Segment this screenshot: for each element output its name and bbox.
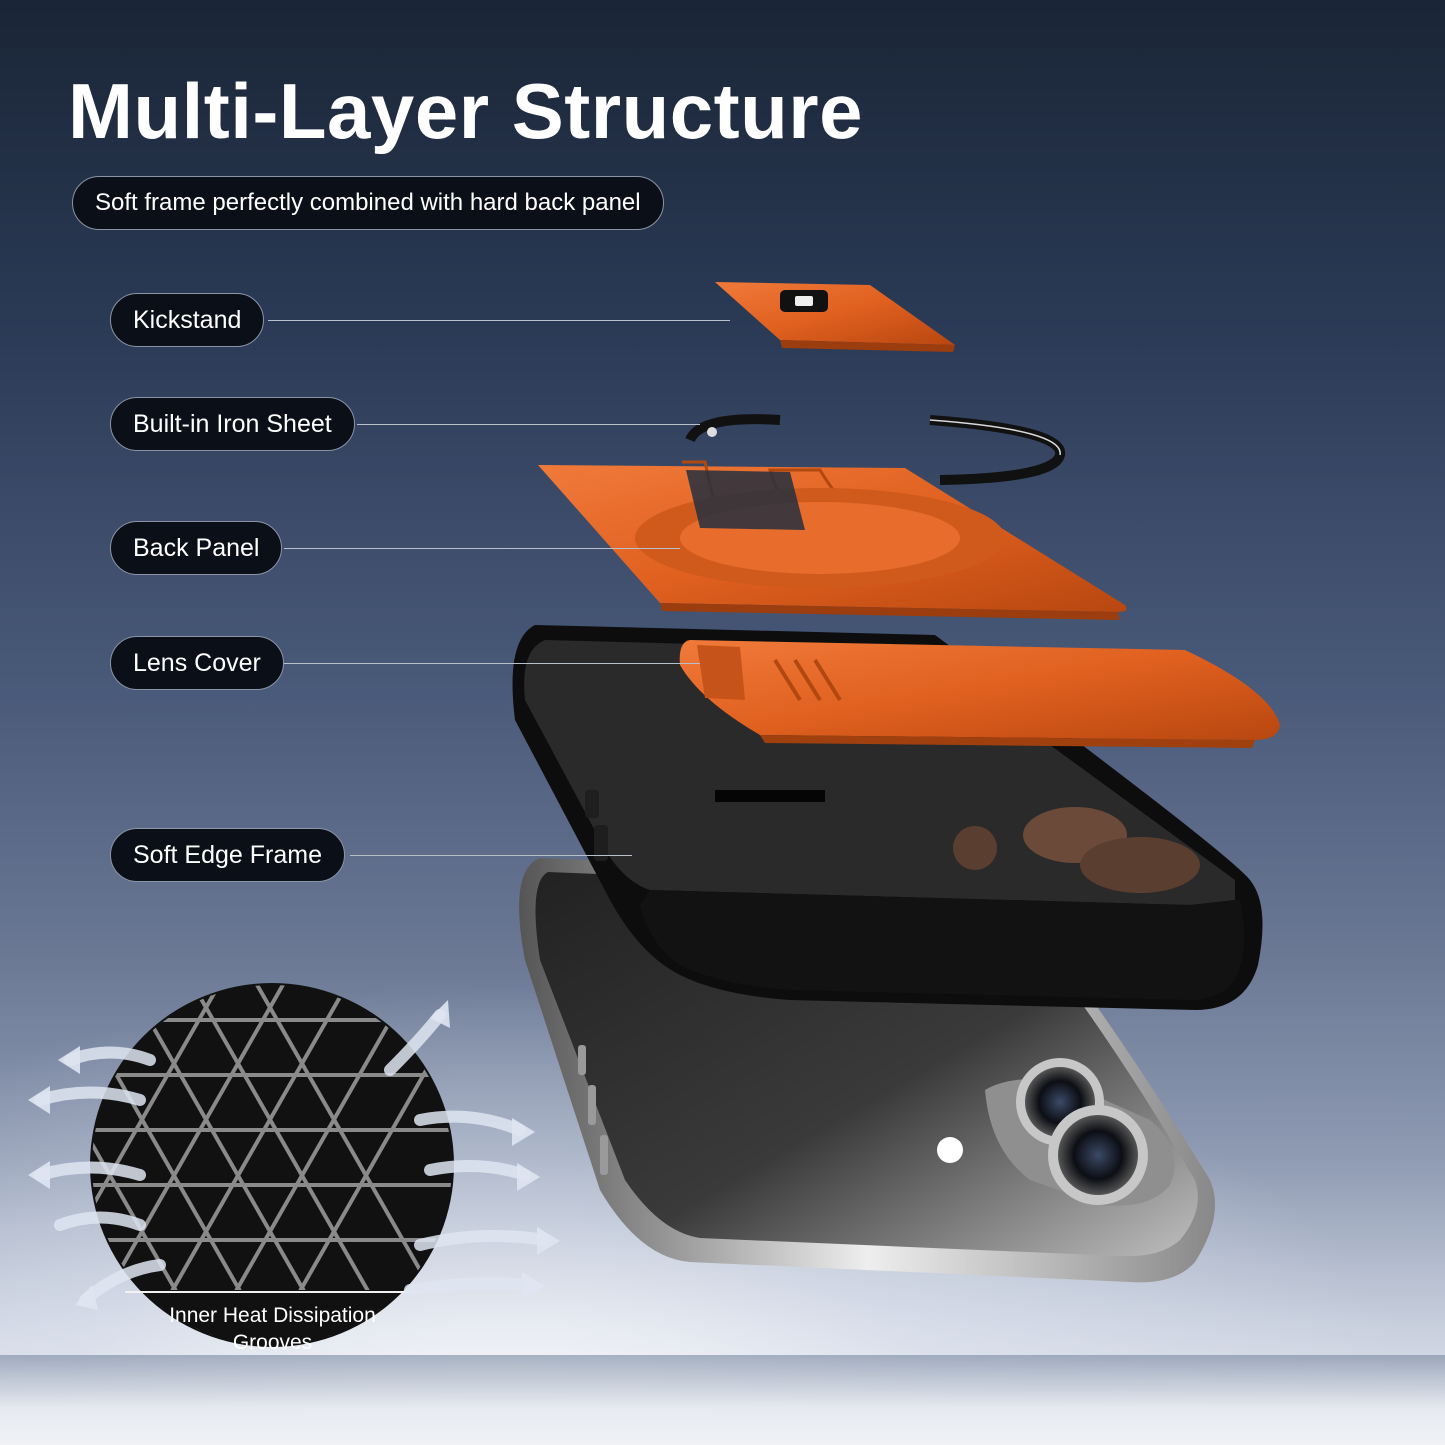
soft-edge-frame-case xyxy=(512,625,1263,1010)
heat-dissipation-caption: Inner Heat Dissipation Grooves xyxy=(130,1302,415,1356)
label-back-panel: Back Panel xyxy=(110,521,283,575)
heat-dissipation-detail xyxy=(28,983,560,1347)
subtitle-pill: Soft frame perfectly combined with hard … xyxy=(72,176,664,230)
heat-caption-line-2: Grooves xyxy=(232,1331,313,1354)
lens-cover-part xyxy=(679,640,1280,748)
lens-cover-leader-line xyxy=(284,663,700,664)
iron-sheet-ring xyxy=(685,414,1066,485)
heat-caption-line-1: Inner Heat Dissipation xyxy=(169,1304,376,1327)
kickstand-leader-line xyxy=(268,320,730,321)
back-panel-leader-line xyxy=(284,548,680,549)
page-title: Multi-Layer Structure xyxy=(68,67,863,155)
label-soft-edge-frame: Soft Edge Frame xyxy=(110,828,345,882)
soft-edge-frame-leader-line xyxy=(350,855,632,856)
label-built-in-iron-sheet: Built-in Iron Sheet xyxy=(110,397,355,451)
label-lens-cover: Lens Cover xyxy=(110,636,284,690)
back-panel-part xyxy=(538,460,1127,620)
iron-sheet-leader-line xyxy=(357,424,700,425)
floor-reflection xyxy=(0,1355,1445,1445)
label-kickstand: Kickstand xyxy=(110,293,265,347)
kickstand-part xyxy=(715,282,955,352)
